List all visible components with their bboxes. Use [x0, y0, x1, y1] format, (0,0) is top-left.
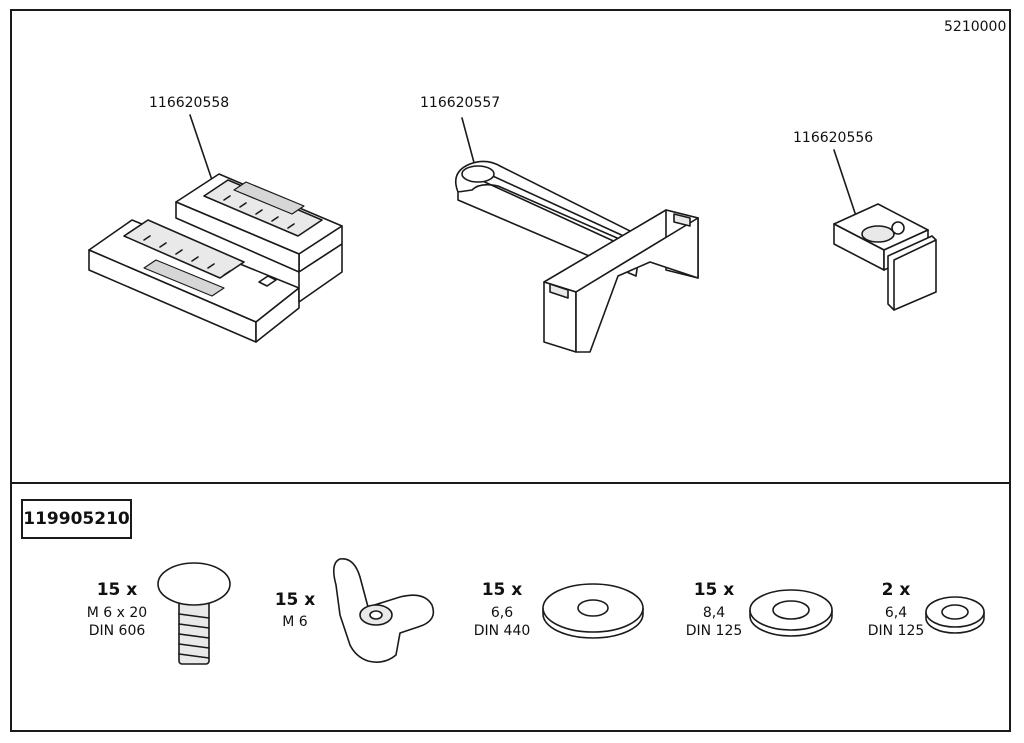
hardware-qty-washer-64: 2 x — [881, 580, 911, 600]
hardware-qty-wingnut: 15 x — [274, 590, 316, 610]
hardware-spec-wingnut-size: M 6 — [282, 614, 308, 630]
hardware-set-number: 119905210 — [21, 499, 132, 539]
clip-illustration — [833, 203, 937, 311]
part-number-clip: 116620556 — [793, 130, 874, 146]
hardware-qty-bolt: 15 x — [96, 580, 138, 600]
hardware-spec-washer-64-din: DIN 125 — [867, 623, 925, 639]
hardware-spec-bolt-din: DIN 606 — [88, 623, 146, 639]
washer-din125-84-icon — [749, 589, 833, 637]
part-number-ruler-block: 116620558 — [149, 95, 230, 111]
part-number-t-guide: 116620557 — [420, 95, 501, 111]
hardware-spec-washer-84-size: 8,4 — [702, 605, 726, 621]
hardware-spec-washer-84-din: DIN 125 — [685, 623, 743, 639]
drawing-frame — [10, 9, 1011, 732]
hardware-spec-washer-440-din: DIN 440 — [473, 623, 531, 639]
hardware-qty-washer-440: 15 x — [481, 580, 523, 600]
ruler-block-illustration — [88, 173, 343, 343]
wing-nut-icon — [332, 558, 435, 663]
section-divider — [10, 482, 1011, 484]
washer-din440-icon — [542, 583, 644, 639]
drawing-number: 5210000 — [944, 19, 1007, 35]
hardware-qty-washer-84: 15 x — [693, 580, 735, 600]
hardware-spec-washer-64-size: 6,4 — [884, 605, 908, 621]
washer-din125-64-icon — [925, 596, 985, 634]
t-guide-illustration — [454, 160, 699, 353]
hardware-spec-bolt-size: M 6 x 20 — [86, 605, 148, 621]
hardware-spec-washer-440-size: 6,6 — [490, 605, 514, 621]
carriage-bolt-icon — [157, 562, 231, 665]
